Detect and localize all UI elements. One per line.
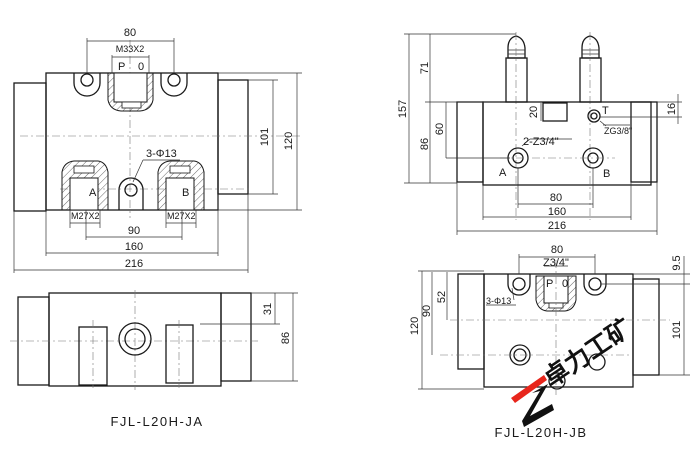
- dim-86: 86: [419, 138, 431, 150]
- ja-front-view-labels: 31 86 FJL-L20H-JA: [110, 303, 292, 429]
- dim-157: 157: [397, 100, 409, 118]
- logo-z-icon: [522, 384, 554, 427]
- dim-160: 160: [125, 241, 143, 253]
- port-p-label: P: [118, 61, 125, 73]
- thread-t: ZG3/8": [604, 126, 632, 136]
- dim-80-top: 80: [551, 244, 563, 256]
- dim-90: 90: [128, 225, 140, 237]
- thread-b: M27X2: [167, 211, 196, 221]
- port-o-label: 0: [562, 278, 568, 290]
- thread-a: M27X2: [71, 211, 100, 221]
- dim-31: 31: [262, 303, 274, 315]
- jb-top-view: [418, 254, 690, 395]
- port-callout: 2-Z3/4": [523, 136, 559, 148]
- dim-90: 90: [421, 305, 433, 317]
- port-a-label: A: [499, 167, 507, 179]
- dim-86: 86: [280, 332, 292, 344]
- port-b-label: B: [182, 187, 189, 199]
- dim-120: 120: [283, 132, 295, 150]
- dim-101: 101: [259, 128, 271, 146]
- model-caption-jb: FJL-L20H-JB: [494, 425, 587, 440]
- jb-front-view-labels: 157 71 86 60 20 16 T ZG3/8" 2-Z3/4" A B …: [397, 62, 678, 232]
- dim-216: 216: [125, 258, 143, 270]
- thread-top: Z3/4": [543, 257, 569, 269]
- watermark-text: 卓力工矿: [538, 313, 637, 393]
- model-caption-ja: FJL-L20H-JA: [110, 414, 203, 429]
- thread-top: M33X2: [116, 44, 145, 54]
- dim-160: 160: [548, 206, 566, 218]
- dim-80: 80: [550, 192, 562, 204]
- dim-16: 16: [666, 103, 678, 115]
- hole-callout: 3-Φ13: [486, 296, 511, 306]
- dim-71: 71: [419, 62, 431, 74]
- dim-216: 216: [548, 220, 566, 232]
- ja-top-view: [13, 38, 302, 273]
- jb-top-view-labels: 80 Z3/4" P 0 3-Φ13 9.5 52 90 120 101 FJL…: [409, 244, 683, 440]
- dim-20: 20: [528, 106, 540, 118]
- dim-120: 120: [409, 317, 421, 335]
- dim-80: 80: [124, 27, 136, 39]
- port-o-label: 0: [138, 61, 144, 73]
- port-a-label: A: [89, 187, 97, 199]
- dim-101: 101: [671, 321, 683, 339]
- watermark-logo: 卓力工矿: [511, 313, 637, 427]
- jb-front-view: [404, 32, 682, 235]
- hole-callout: 3-Φ13: [146, 148, 177, 160]
- ja-top-view-labels: 80 M33X2 P 0 3-Φ13 A B M27X2 M27X2 90 16…: [71, 27, 295, 270]
- ja-front-view: [10, 290, 298, 390]
- port-b-label: B: [603, 168, 610, 180]
- dim-52: 52: [436, 291, 448, 303]
- port-p-label: P: [546, 278, 553, 290]
- logo-red-stroke-icon: [511, 375, 547, 403]
- dim-60: 60: [434, 123, 446, 135]
- dim-9-5: 9.5: [671, 255, 683, 270]
- port-t-label: T: [602, 105, 609, 117]
